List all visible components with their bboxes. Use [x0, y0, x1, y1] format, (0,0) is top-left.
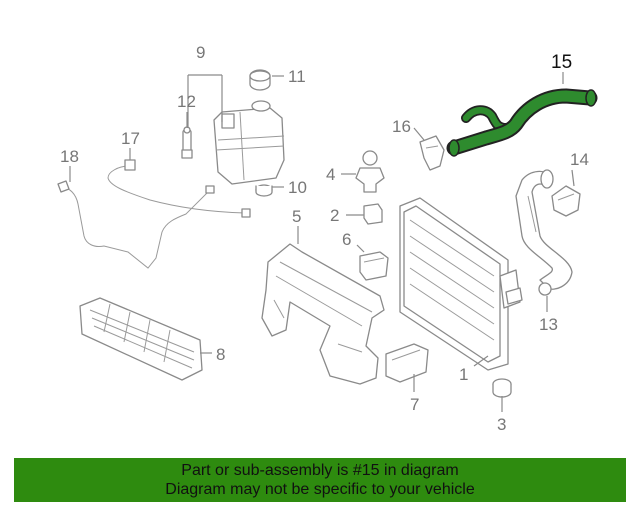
- part-15-upper-hose[interactable]: [446, 88, 598, 157]
- callout-2: 2: [330, 206, 339, 225]
- callout-16: 16: [392, 117, 411, 136]
- parts-diagram: 9 11 12 17 18 10 4 2 5 6 16 15 14 13 1 3…: [57, 43, 598, 434]
- callout-10: 10: [288, 178, 307, 197]
- callout-6: 6: [342, 230, 351, 249]
- part-3-cap[interactable]: [492, 378, 512, 398]
- part-9-expansion-tank[interactable]: [213, 100, 285, 185]
- callout-14: 14: [570, 150, 589, 169]
- callout-15: 15: [551, 52, 572, 73]
- part-8-grille[interactable]: [79, 297, 203, 381]
- callout-5: 5: [292, 207, 301, 226]
- part-13-lower-hose[interactable]: [515, 169, 573, 296]
- part-12-sensor[interactable]: [181, 126, 193, 159]
- part-6-bracket[interactable]: [359, 251, 389, 281]
- callout-3: 3: [497, 415, 506, 434]
- part-2-bracket[interactable]: [363, 203, 383, 225]
- callout-17: 17: [121, 129, 140, 148]
- part-18-hose-line[interactable]: [57, 180, 215, 269]
- part-11-cap[interactable]: [249, 69, 271, 91]
- callout-8: 8: [216, 345, 225, 364]
- callout-12: 12: [177, 92, 196, 111]
- callout-labels: 9 11 12 17 18 10 4 2 5 6 16 15 14 13 1 3…: [60, 43, 589, 434]
- part-5-radiator-support[interactable]: [261, 243, 385, 385]
- callout-18: 18: [60, 147, 79, 166]
- info-banner: Part or sub-assembly is #15 in diagram D…: [14, 458, 626, 502]
- callout-7: 7: [410, 395, 419, 414]
- banner-line-1: Part or sub-assembly is #15 in diagram: [181, 462, 459, 479]
- part-1-radiator[interactable]: [399, 197, 523, 371]
- callout-1: 1: [459, 365, 468, 384]
- callout-13: 13: [539, 315, 558, 334]
- part-14-clip[interactable]: [551, 185, 581, 217]
- callout-11: 11: [288, 67, 306, 86]
- leader-lines: [69, 72, 575, 412]
- callout-9: 9: [196, 43, 205, 62]
- banner-line-2: Diagram may not be specific to your vehi…: [165, 481, 475, 498]
- part-4-thermostat[interactable]: [355, 150, 385, 193]
- part-7-bracket[interactable]: [385, 343, 429, 383]
- callout-4: 4: [326, 165, 335, 184]
- part-16-clip[interactable]: [419, 135, 445, 171]
- part-17-line[interactable]: [107, 159, 251, 218]
- part-10-grommet[interactable]: [255, 184, 273, 197]
